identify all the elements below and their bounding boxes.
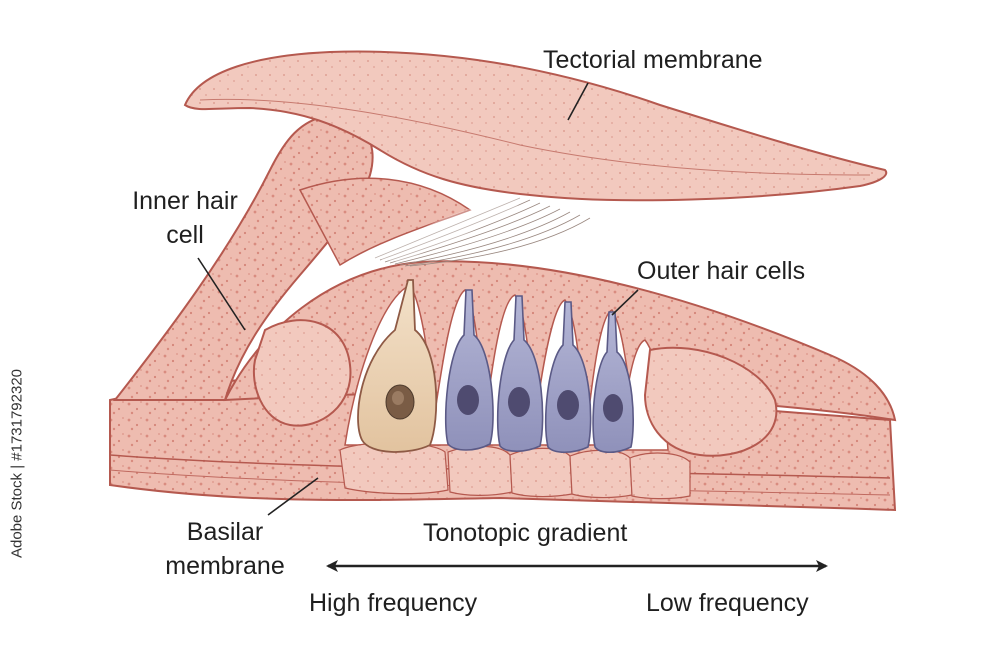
outer-hair-cell (444, 289, 494, 451)
label-inner-hair-cell-line2: cell (166, 221, 204, 249)
label-outer-hair-cells: Outer hair cells (637, 257, 806, 285)
inner-hair-cell (357, 279, 438, 453)
outer-hair-cell (544, 301, 592, 454)
label-inner-hair-cell-line1: Inner hair (132, 187, 238, 215)
outer-hair-cell (592, 311, 635, 454)
outer-hair-cell (496, 295, 544, 453)
stereocilia (374, 197, 591, 267)
label-basilar-membrane-line2: membrane (165, 552, 285, 580)
label-high-frequency: High frequency (309, 589, 478, 617)
label-basilar-membrane-line1: Basilar (186, 518, 264, 546)
tectorial-membrane-shape (183, 50, 888, 202)
label-tectorial-membrane: Tectorial membrane (543, 46, 763, 74)
label-tonotopic-gradient: Tonotopic gradient (423, 519, 628, 547)
leader-lines (197, 82, 639, 516)
outer-hair-cells-group (444, 289, 635, 454)
label-low-frequency: Low frequency (646, 589, 809, 617)
stock-watermark: Adobe Stock | #1731792320 (8, 368, 26, 559)
